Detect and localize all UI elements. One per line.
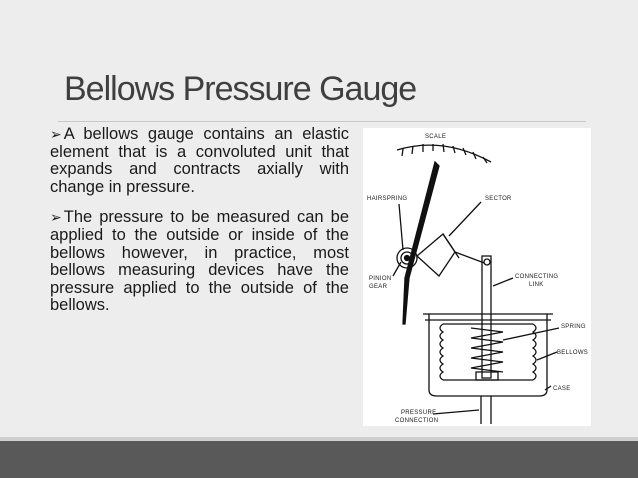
label-gear: GEAR [369, 284, 388, 290]
label-spring: SPRING [561, 324, 586, 330]
title-divider [58, 121, 586, 122]
bellows-gauge-diagram: SCALE HAIRSPRING SECTOR PINION GEAR CONN… [363, 128, 591, 426]
slide-title: Bellows Pressure Gauge [64, 70, 417, 108]
connecting-link [481, 255, 492, 379]
bullet-text: The pressure to be measured can be appli… [50, 208, 349, 315]
bullet-text: A bellows gauge contains an elastic elem… [50, 125, 349, 196]
label-case: CASE [553, 386, 571, 392]
label-sector: SECTOR [485, 196, 512, 202]
bellows-gauge-drawing: SCALE HAIRSPRING SECTOR PINION GEAR CONN… [367, 134, 588, 424]
arrow-bullet-icon: ➢ [50, 209, 62, 226]
footer-bar [0, 441, 638, 478]
label-bellows: BELLOWS [557, 350, 588, 356]
case-outline [428, 314, 548, 397]
label-connecting: CONNECTING [515, 274, 558, 280]
spring-coil [470, 327, 504, 373]
sector-shape [416, 233, 456, 277]
label-hairspring: HAIRSPRING [367, 196, 407, 202]
label-link: LINK [529, 282, 544, 288]
scale-ticks [401, 143, 488, 164]
label-scale: SCALE [425, 134, 446, 140]
label-connection: CONNECTION [395, 418, 438, 424]
bullet-item: ➢A bellows gauge contains an elastic ele… [50, 125, 349, 196]
arrow-bullet-icon: ➢ [50, 126, 62, 142]
label-pressure: PRESSURE [401, 410, 436, 416]
bullet-item: ➢The pressure to be measured can be appl… [50, 209, 349, 315]
pointer-needle [402, 160, 440, 325]
bullet-list: ➢A bellows gauge contains an elastic ele… [50, 125, 349, 328]
label-pinion: PINION [369, 276, 391, 282]
footer-accent-line [0, 437, 638, 441]
